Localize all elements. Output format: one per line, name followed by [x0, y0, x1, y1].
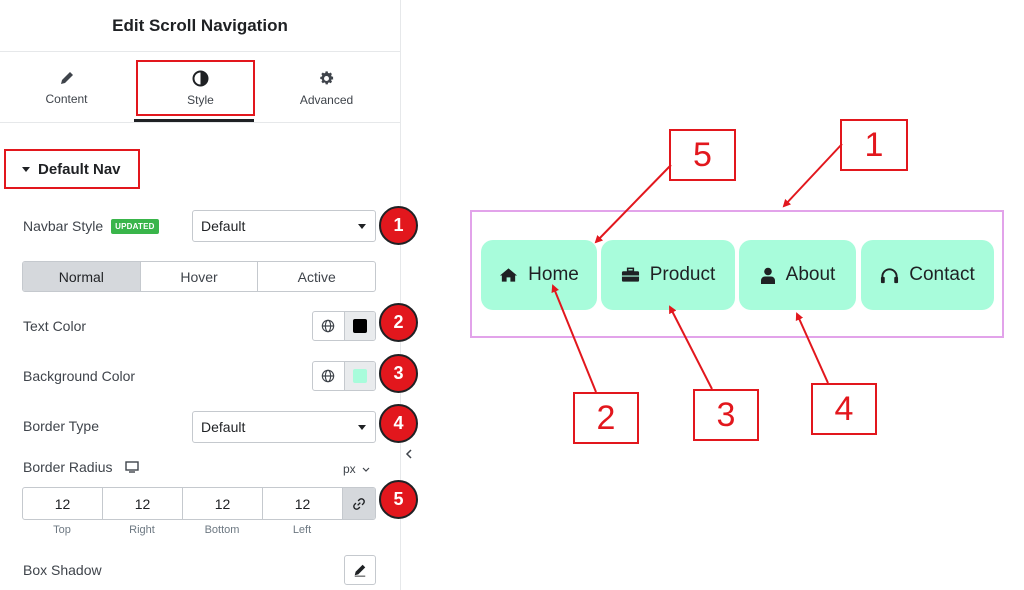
background-color-label: Background Color [23, 368, 136, 384]
nav-item-about[interactable]: About [739, 240, 856, 310]
text-color-label: Text Color [23, 318, 87, 334]
text-color-swatch-button[interactable] [344, 312, 375, 340]
tab-content-label: Content [45, 92, 88, 106]
editor-panel: Edit Scroll Navigation Content Style Adv… [0, 0, 401, 590]
tab-advanced[interactable]: Advanced [260, 53, 393, 123]
nav-item-product-label: Product [649, 264, 716, 285]
text-color-global-button[interactable] [313, 312, 345, 340]
nav-item-about-label: About [785, 264, 836, 285]
desktop-icon [124, 461, 139, 473]
marker-5: 5 [379, 480, 418, 519]
radius-left-input[interactable]: 12 [263, 488, 343, 519]
background-color-global-button[interactable] [313, 362, 345, 390]
marker-2: 2 [379, 303, 418, 342]
text-color-control [312, 311, 376, 341]
headphones-icon [881, 267, 899, 283]
gear-icon [320, 70, 334, 84]
radius-right-label: Right [129, 524, 155, 536]
state-tab-normal[interactable]: Normal [23, 262, 141, 291]
panel-title: Edit Scroll Navigation [0, 0, 400, 52]
navbar-style-text: Navbar Style [23, 218, 104, 234]
radius-top-input[interactable]: 12 [23, 488, 103, 519]
nav-item-contact[interactable]: Contact [861, 240, 994, 310]
callout-1: 1 [840, 119, 908, 171]
callout-3: 3 [693, 389, 759, 441]
border-type-select[interactable]: Default [192, 411, 376, 443]
box-shadow-label: Box Shadow [23, 562, 102, 578]
text-color-swatch [352, 319, 367, 333]
state-tabs: Normal Hover Active [22, 261, 376, 292]
nav-item-home-label: Home [528, 264, 579, 285]
background-color-swatch-button[interactable] [344, 362, 375, 390]
border-radius-label: Border Radius [23, 459, 139, 475]
state-tab-hover[interactable]: Hover [141, 262, 259, 291]
chevron-left-icon [405, 449, 412, 459]
radius-bottom-input[interactable]: 12 [183, 488, 263, 519]
background-color-control [312, 361, 376, 391]
style-tab-highlight [136, 60, 255, 116]
panel-tabs: Content Style Advanced [0, 53, 400, 123]
user-icon [760, 267, 775, 284]
unit-value: px [343, 462, 356, 476]
navbar-style-label: Navbar Style UPDATED [23, 218, 159, 234]
tab-advanced-label: Advanced [299, 92, 354, 107]
callout-2: 2 [573, 392, 639, 444]
select-arrow-icon [358, 425, 366, 430]
state-tab-active[interactable]: Active [297, 268, 336, 285]
active-tab-underline [134, 119, 254, 122]
radius-right-input[interactable]: 12 [103, 488, 183, 519]
pencil-icon [60, 72, 73, 84]
section-title: Default Nav [38, 160, 121, 178]
tab-style-label: Style [187, 92, 214, 107]
navbar-style-value: Default [201, 218, 246, 234]
radius-top-label: Top [53, 524, 71, 536]
border-radius-text: Border Radius [23, 459, 113, 475]
link-icon [353, 497, 365, 510]
marker-4: 4 [379, 404, 418, 443]
navbar-style-select[interactable]: Default [192, 210, 376, 242]
updated-badge: UPDATED [111, 218, 159, 234]
pencil-icon [354, 564, 366, 577]
callout-4: 4 [811, 383, 877, 435]
nav-preview-frame [470, 210, 1004, 338]
tab-content[interactable]: Content [0, 53, 133, 123]
marker-1: 1 [379, 206, 418, 245]
border-type-label: Border Type [23, 418, 100, 434]
half-circle-icon [192, 70, 209, 86]
nav-item-home[interactable]: Home [481, 240, 597, 310]
tab-style[interactable]: Style [134, 53, 267, 123]
section-highlight [4, 149, 140, 189]
unit-select[interactable]: px [343, 462, 370, 476]
chevron-down-icon [362, 467, 370, 472]
nav-item-contact-label: Contact [909, 264, 975, 285]
globe-icon [321, 369, 335, 383]
background-color-swatch [352, 369, 367, 383]
border-radius-inputs: 12 12 12 12 [22, 487, 376, 520]
home-icon [500, 268, 518, 282]
section-default-nav[interactable]: Default Nav [8, 150, 139, 188]
box-shadow-edit-button[interactable] [344, 555, 376, 585]
marker-3: 3 [379, 354, 418, 393]
briefcase-icon [621, 267, 639, 282]
callout-5: 5 [669, 129, 736, 181]
nav-item-product[interactable]: Product [601, 240, 735, 310]
link-values-button[interactable] [343, 488, 375, 519]
arrow-1 [782, 143, 843, 208]
border-type-value: Default [201, 419, 246, 435]
select-arrow-icon [358, 224, 366, 229]
caret-down-icon [22, 166, 30, 172]
globe-icon [321, 319, 335, 333]
collapse-panel-button[interactable] [402, 446, 416, 462]
radius-bottom-label: Bottom [204, 524, 240, 536]
radius-left-label: Left [292, 524, 312, 536]
